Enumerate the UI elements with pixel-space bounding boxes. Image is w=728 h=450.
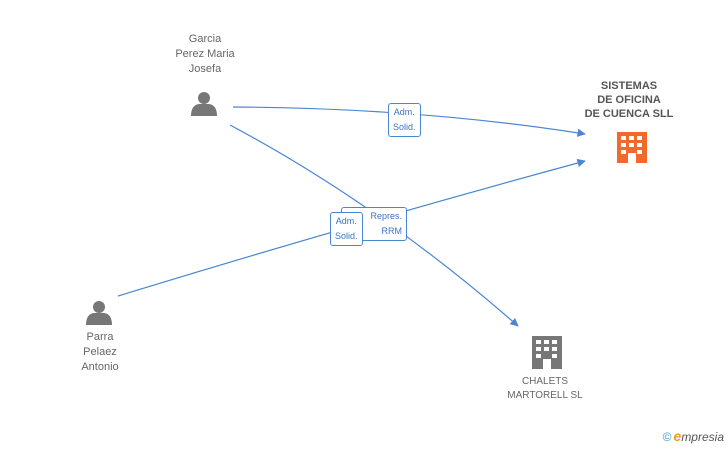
copyright-symbol: © [662, 430, 672, 444]
node-label-garcia: Garcia Perez Maria Josefa [160, 32, 250, 77]
person-icon[interactable] [191, 92, 217, 116]
brand-logo-e: e [673, 428, 682, 444]
edge-label-line: Repres. [370, 211, 402, 221]
node-label-line: Josefa [188, 63, 222, 75]
node-label-line: Pelaez [83, 346, 117, 358]
edge-label-adm-solid[interactable]: Adm. Solid. [330, 212, 363, 246]
edge-label-line: Adm. [335, 216, 357, 226]
edge-label-line: Adm. [393, 107, 415, 117]
node-label-line: Garcia [188, 33, 222, 45]
person-icon[interactable] [86, 301, 112, 325]
node-label-line: Antonio [81, 361, 119, 373]
edge-label-line: Solid. [335, 231, 358, 241]
node-label-line: DE OFICINA [597, 94, 661, 106]
node-label-line: Parra [86, 331, 114, 343]
building-icon[interactable] [617, 132, 647, 163]
building-icon[interactable] [532, 336, 562, 369]
empresia-watermark: ©empresia [663, 428, 724, 444]
node-label-line: Perez Maria [175, 48, 235, 60]
node-label-sistemas: SISTEMAS DE OFICINA DE CUENCA SLL [574, 79, 684, 121]
brand-logo-text: mpresia [681, 430, 724, 444]
edge-label-adm-solid[interactable]: Adm. Solid. [388, 103, 421, 137]
node-label-parra: Parra Pelaez Antonio [55, 330, 145, 375]
node-label-line: CHALETS [521, 376, 569, 387]
edge-label-line: RRM [381, 226, 403, 236]
node-label-chalets: CHALETS MARTORELL SL [490, 375, 600, 403]
edge-label-line: Solid. [393, 122, 416, 132]
node-label-line: SISTEMAS [600, 80, 658, 92]
node-label-line: MARTORELL SL [507, 390, 583, 401]
node-label-line: DE CUENCA SLL [584, 108, 674, 120]
